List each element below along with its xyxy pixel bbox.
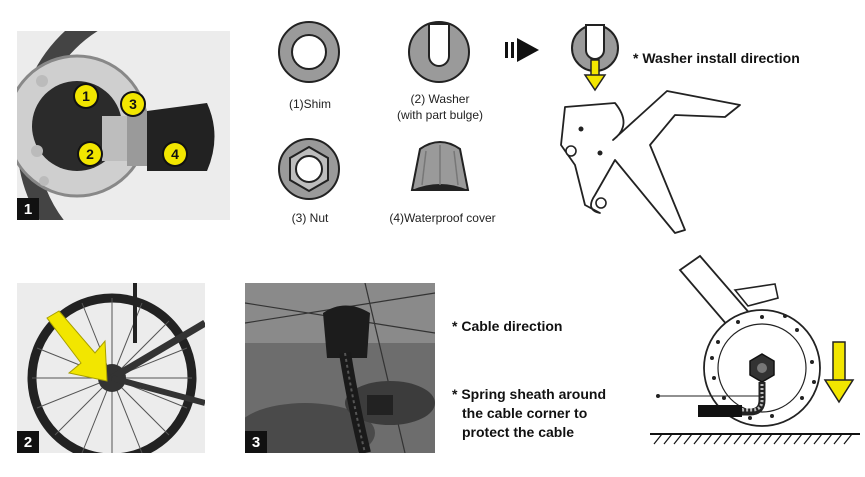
cover-photo-illustration (245, 283, 435, 453)
shim-icon (278, 21, 340, 83)
spring-sheath-note: * Spring sheath around the cable corner … (452, 385, 606, 442)
washer-icon (408, 21, 470, 83)
callout-nut: 3 (122, 93, 144, 115)
waterproof-cover-label: (4)Waterproof cover (389, 211, 496, 225)
cable-direction-note: * Cable direction (452, 318, 563, 334)
callout-waterproof-cover: 4 (164, 143, 186, 165)
wheel-photo-illustration (17, 283, 205, 453)
nut-icon (278, 138, 340, 200)
washer-install-note: * Washer install direction (633, 50, 800, 66)
nut-label: (3) Nut (291, 211, 329, 225)
callout-shim: 1 (75, 85, 97, 107)
shim-label: (1)Shim (288, 97, 331, 111)
washer-install-icon (571, 24, 619, 72)
photo-number-tag: 3 (245, 431, 267, 453)
frame-dropout-drawing (560, 90, 741, 234)
washer-label-line1: (2) Washer (410, 92, 470, 106)
cable-routing-diagram (650, 254, 860, 445)
photo-number-tag: 1 (17, 198, 39, 220)
next-step-arrow-icon (505, 38, 539, 62)
photo-cover-installed: 3 (245, 283, 435, 453)
callout-washer: 2 (79, 143, 101, 165)
washer-label-line2: (with part bulge) (396, 108, 484, 122)
spring-sheath-note-line1: * Spring sheath around (452, 386, 607, 402)
hub-closeup-illustration (17, 31, 230, 220)
photo-number-tag: 2 (17, 431, 39, 453)
spring-sheath-note-line3: protect the cable (462, 424, 575, 440)
waterproof-cover-icon (410, 141, 470, 191)
down-arrow-yellow-icon (583, 59, 607, 92)
photo-hub-closeup: 1 2 3 4 1 (17, 31, 230, 220)
washer-label: (2) Washer (with part bulge) (380, 91, 500, 123)
photo-wheel-cable: 2 (17, 283, 205, 453)
spring-sheath-note-line2: the cable corner to (462, 405, 588, 421)
